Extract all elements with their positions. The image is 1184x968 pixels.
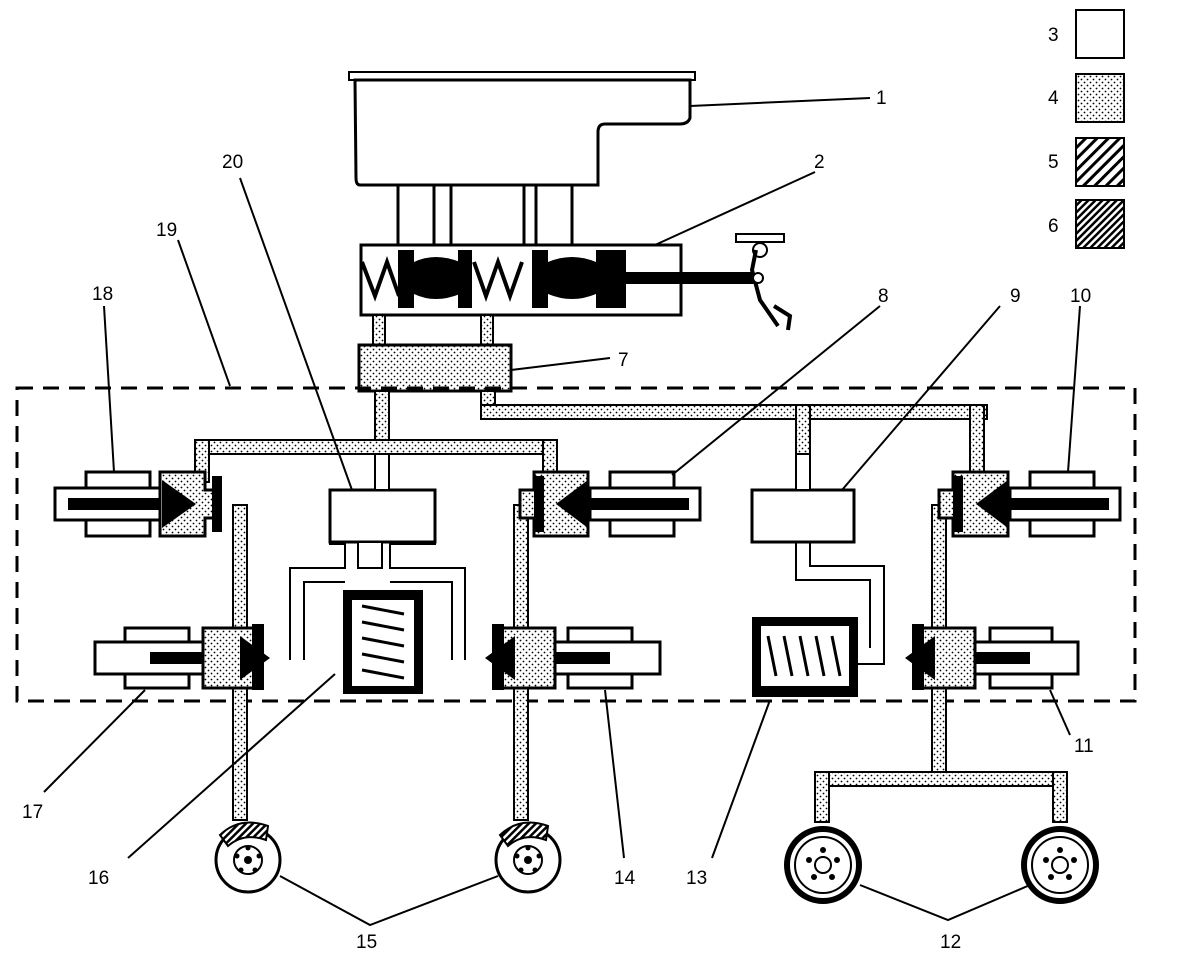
- modulator-boundary: [15, 386, 1137, 703]
- accumulator-16: [343, 590, 423, 694]
- legend: 3 4 5 6: [1048, 9, 1125, 249]
- callout-labels: 1 2 7 8 9 10 11 12 13 14 15 16 17 18 19 …: [22, 88, 1094, 953]
- rear-wheel-right: [1021, 826, 1099, 904]
- brake-pedal: [735, 233, 793, 331]
- isolation-valve-8: [518, 470, 702, 538]
- callout-16: 16: [88, 868, 109, 889]
- dump-valve-11: [905, 624, 1080, 690]
- dump-valve-17: [93, 624, 270, 690]
- callout-19: 19: [156, 220, 177, 241]
- callout-4: 4: [1048, 88, 1059, 109]
- rear-wheel-left: [784, 826, 862, 904]
- callout-14: 14: [614, 868, 636, 889]
- front-wheel-right: [494, 821, 562, 894]
- callout-12: 12: [940, 932, 961, 953]
- callout-2: 2: [814, 152, 825, 173]
- callout-15: 15: [356, 932, 377, 953]
- callout-7: 7: [618, 350, 629, 371]
- callout-17: 17: [22, 802, 43, 823]
- pressure-chamber-9: [750, 488, 856, 544]
- callout-10: 10: [1070, 286, 1091, 307]
- isolation-valve-18: [53, 470, 222, 538]
- callout-20: 20: [222, 152, 243, 173]
- brake-fluid-reservoir: [348, 71, 696, 247]
- dump-valve-14: [485, 624, 662, 690]
- callout-11: 11: [1074, 736, 1094, 757]
- isolation-valve-10: [937, 470, 1122, 538]
- accumulator-13: [752, 617, 858, 697]
- callout-1: 1: [876, 88, 887, 109]
- front-wheel-left: [214, 821, 282, 894]
- return-lines: [289, 453, 885, 665]
- callout-13: 13: [686, 868, 707, 889]
- callout-8: 8: [878, 286, 889, 307]
- combination-valve: [357, 343, 513, 393]
- legend-swatch-4: [1075, 73, 1125, 123]
- leader-lines: [43, 97, 1081, 927]
- callout-6: 6: [1048, 216, 1059, 237]
- callout-18: 18: [92, 284, 113, 305]
- pressure-chamber-20: [328, 488, 437, 544]
- legend-swatch-5: [1075, 137, 1125, 187]
- callout-5: 5: [1048, 152, 1059, 173]
- legend-swatch-6: [1075, 199, 1125, 249]
- legend-swatch-3: [1075, 9, 1125, 59]
- callout-3: 3: [1048, 25, 1059, 46]
- callout-9: 9: [1010, 286, 1021, 307]
- master-cylinder: [359, 233, 793, 331]
- fluid-lines: [194, 390, 1068, 823]
